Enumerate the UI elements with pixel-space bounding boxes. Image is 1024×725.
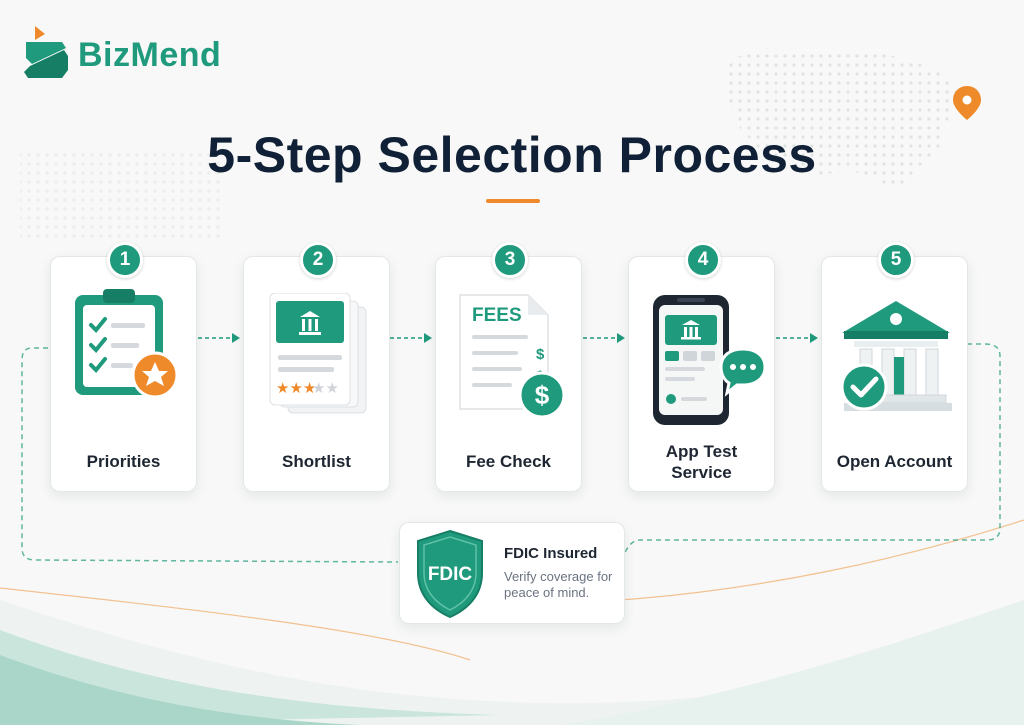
svg-text:★★: ★★ — [312, 380, 339, 397]
bizmend-logo-icon — [24, 26, 68, 78]
us-map-dots — [728, 48, 960, 190]
step-label: App Test Service — [629, 441, 774, 483]
location-pin-icon — [953, 86, 981, 120]
clipboard-checklist-icon — [75, 289, 179, 399]
step-number-badge: 2 — [300, 242, 336, 278]
step-label: Fee Check — [465, 452, 552, 471]
connector-loop — [21, 343, 1001, 563]
svg-text:$: $ — [536, 346, 545, 363]
step-label-line: Service — [671, 463, 732, 482]
fdic-shield-text: FDIC — [428, 564, 473, 585]
mobile-banking-app-icon — [653, 295, 767, 425]
step-card-fee-check: FEES $ $ $ Fee Check — [435, 256, 582, 492]
rating-stars: ★★★ ★★ — [276, 380, 339, 397]
step-label: Priorities — [86, 452, 161, 471]
svg-text:$: $ — [535, 380, 550, 410]
step-number-badge: 1 — [107, 242, 143, 278]
title-underline — [486, 199, 540, 203]
step-label: Open Account — [836, 452, 953, 471]
brand-name: BizMend — [78, 35, 222, 74]
step-number-badge: 3 — [492, 242, 528, 278]
fdic-shield-icon: FDIC — [417, 529, 483, 619]
step-number-badge: 4 — [685, 242, 721, 278]
step-label-line: App Test — [665, 442, 738, 461]
page-title: 5-Step Selection Process — [207, 127, 817, 183]
step-card-priorities: Priorities — [50, 256, 197, 492]
fdic-description: Verify coverage for peace of mind. — [504, 569, 613, 600]
brand: BizMend — [22, 26, 221, 84]
fdic-heading: FDIC Insured — [504, 545, 598, 562]
step-card-app-test-service: App Test Service — [628, 256, 775, 492]
step-label: Shortlist — [282, 452, 351, 471]
svg-text:★★★: ★★★ — [276, 380, 316, 397]
fee-document-icon: FEES $ $ $ — [459, 294, 566, 419]
fees-text: FEES — [472, 305, 522, 326]
step-number-badge: 5 — [878, 242, 914, 278]
step-connectors — [198, 333, 818, 343]
bank-building-icon — [840, 301, 952, 411]
step-card-shortlist: ★★★ ★★ Shortlist — [243, 256, 390, 492]
step-card-open-account: Open Account — [821, 256, 968, 492]
left-dot-grid — [20, 150, 220, 240]
bank-document-icon: ★★★ ★★ — [269, 293, 367, 414]
bottom-waves — [0, 519, 1024, 725]
fdic-callout: FDIC FDIC Insured Verify coverage for pe… — [399, 522, 625, 624]
